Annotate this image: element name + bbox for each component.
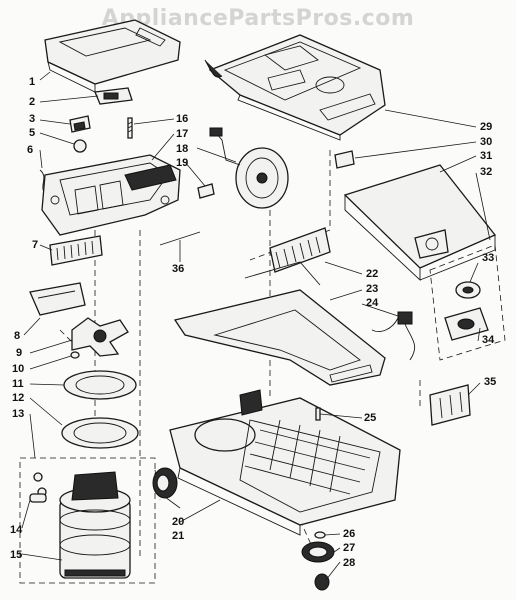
rod-36: [159, 231, 201, 246]
callout-16: 16: [176, 113, 189, 125]
callout-3: 3: [29, 113, 36, 125]
callout-21: 21: [172, 530, 185, 542]
bumper-frame: [173, 261, 386, 386]
callout-19: 19: [176, 157, 189, 169]
watermark: AppliancePartsPros.com: [101, 6, 415, 31]
callout-30: 30: [480, 136, 493, 148]
cord-reel: [197, 127, 289, 209]
callout-23: 23: [366, 283, 379, 295]
callout-26: 26: [343, 528, 356, 540]
callout-11: 11: [12, 378, 24, 390]
callout-1: 1: [29, 76, 36, 88]
screw-16: [127, 117, 133, 139]
callout-12: 12: [12, 392, 25, 404]
dust-bag: [343, 164, 497, 282]
callout-9: 9: [16, 347, 23, 359]
callout-29: 29: [480, 121, 493, 133]
motor-rings: [61, 370, 139, 449]
fan-rotor: [70, 317, 129, 359]
callout-25: 25: [364, 412, 377, 424]
callout-15: 15: [10, 549, 23, 561]
callout-31: 31: [480, 150, 493, 162]
callout-18: 18: [176, 143, 189, 155]
callout-13: 13: [12, 408, 25, 420]
callout-28: 28: [343, 557, 356, 569]
callout-8: 8: [14, 330, 21, 342]
callout-14: 14: [10, 524, 23, 536]
callout-36: 36: [172, 263, 185, 275]
grille-22: [269, 227, 331, 273]
caster-assembly: [301, 531, 335, 591]
callout-7: 7: [32, 239, 39, 251]
callout-5: 5: [29, 127, 36, 139]
switch-24: [371, 311, 416, 361]
callout-10: 10: [12, 363, 25, 375]
small-bracket-parts: [39, 87, 133, 197]
callout-32: 32: [480, 166, 493, 178]
callout-2: 2: [29, 96, 36, 108]
clip-30: [334, 150, 355, 169]
motor-assembly: [19, 457, 156, 584]
handle-assembly: [41, 154, 181, 236]
screw-25: [315, 407, 321, 421]
callout-35: 35: [484, 376, 497, 388]
callout-20: 20: [172, 516, 185, 528]
plate-8: [29, 282, 86, 316]
callout-27: 27: [343, 542, 356, 554]
callout-33: 33: [482, 252, 495, 264]
callout-6: 6: [27, 144, 34, 156]
latch-35: [429, 384, 471, 426]
top-cover: [44, 19, 181, 93]
callout-34: 34: [482, 334, 495, 346]
callout-22: 22: [366, 268, 379, 280]
top-housing: [204, 34, 386, 141]
filter-7: [49, 235, 103, 266]
callout-24: 24: [366, 297, 379, 309]
bag-holder: [429, 244, 506, 361]
wheel-20: [152, 467, 178, 499]
canister-base: [169, 389, 401, 536]
leader-lines: [21, 71, 491, 581]
callout-17: 17: [176, 128, 189, 140]
